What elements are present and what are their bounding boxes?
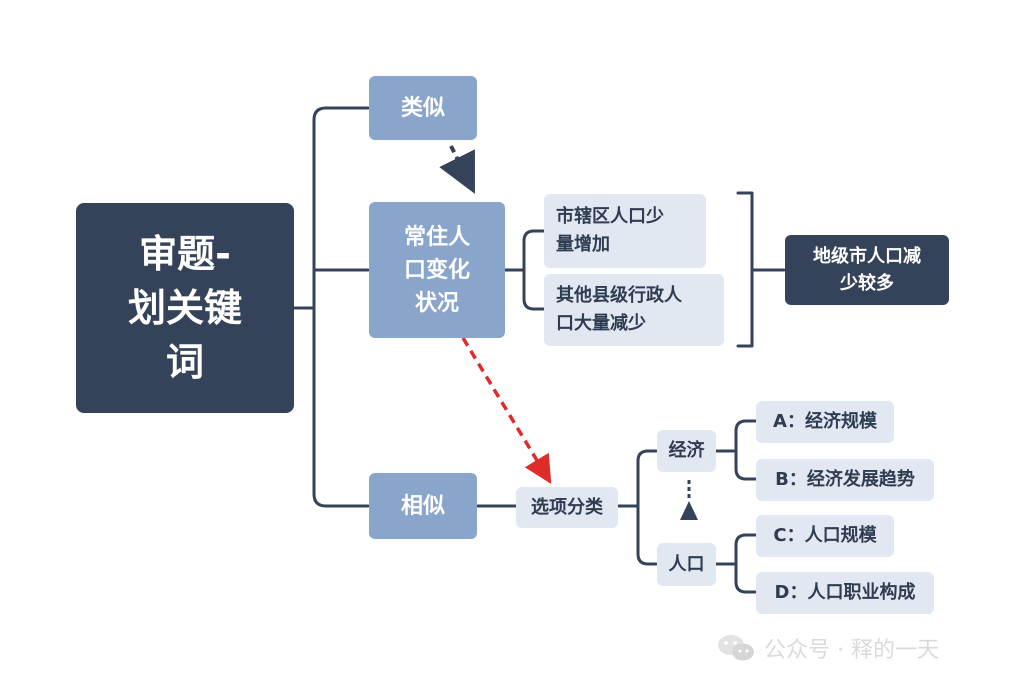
change-bracket: [522, 229, 546, 311]
population-option-d: D：人口职业构成: [756, 572, 934, 614]
watermark: 公众号 · 释的一天: [716, 632, 939, 664]
branch-alike: 相似: [369, 473, 477, 539]
category-population: 人口: [657, 543, 716, 586]
category-economy: 经济: [657, 430, 716, 472]
arrow-up-icon: [680, 480, 698, 520]
classify-node: 选项分类: [516, 487, 618, 528]
change-item-1: 市辖区人口少 量增加: [544, 194, 706, 268]
arrow-down-icon: [439, 145, 475, 194]
root-bracket: [312, 106, 370, 508]
change-item-2: 其他县级行政人 口大量减少: [544, 274, 724, 346]
watermark-text: 公众号 · 释的一天: [764, 638, 939, 663]
population-option-c: C：人口规模: [756, 515, 894, 557]
change-summary: 地级市人口减 少较多: [785, 235, 949, 305]
branch-similar: 类似: [369, 76, 477, 140]
economy-option-b: B：经济发展趋势: [756, 459, 934, 501]
economy-option-a: A：经济规模: [756, 401, 894, 443]
economy-bracket: [734, 419, 758, 481]
classify-bracket: [636, 449, 658, 566]
branch-change: 常住人 口变化 状况: [369, 202, 505, 338]
root-node: 审题- 划关键 词: [76, 203, 294, 413]
summary-bracket: [736, 191, 754, 348]
red-arrow: [461, 337, 552, 484]
population-bracket: [734, 533, 758, 594]
wechat-icon: [718, 635, 754, 661]
